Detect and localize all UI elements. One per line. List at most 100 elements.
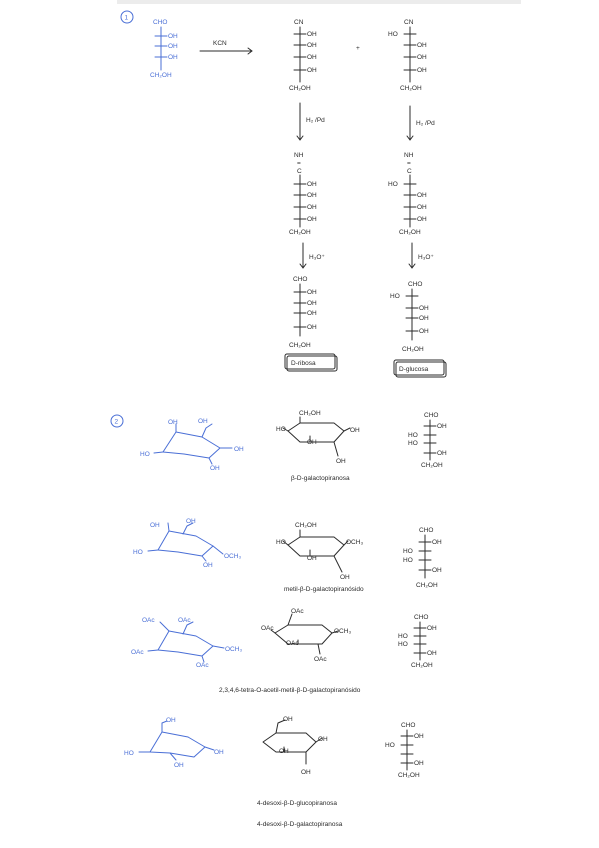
label-oh: OH	[417, 42, 427, 49]
label-oh: OH	[168, 43, 178, 50]
label-och3: OCH₃	[224, 553, 241, 560]
aldose-left: CHO OH OH OH OH CH₂OH D-ribosa	[284, 276, 338, 372]
label-oh: OH	[307, 439, 317, 446]
label-ho: HO	[390, 293, 400, 300]
label-oh: OH	[279, 748, 289, 755]
label-cho: CHO	[419, 527, 433, 534]
label-oh: OH	[168, 33, 178, 40]
label-oac: OAc	[261, 625, 274, 632]
label-oac: OAc	[178, 617, 191, 624]
h3o-arrow-left: H₃O⁺	[299, 242, 325, 269]
label-oh: OH	[437, 450, 447, 457]
label-cho: CHO	[414, 614, 428, 621]
label-ch2oh: CH₂OH	[399, 229, 421, 236]
caption-5: 4-desoxi-β-D-galactopiranosa	[257, 821, 343, 828]
label-ho: HO	[408, 432, 418, 439]
label-oh: OH	[307, 289, 317, 296]
label-ho: HO	[408, 440, 418, 447]
label-ch2oh: CH₂OH	[421, 462, 443, 469]
label-ho: HO	[388, 181, 398, 188]
label-oh: OH	[307, 67, 317, 74]
label-ho: HO	[385, 742, 395, 749]
label-ho: HO	[403, 557, 413, 564]
label-oh: OH	[417, 54, 427, 61]
label-double-bond: =	[407, 160, 411, 167]
label-oh: OH	[414, 733, 424, 740]
product-name-right: D-glucosa	[399, 366, 429, 373]
label-oac: OAc	[196, 662, 209, 669]
fischer-row1: CHO OH HO HO OH CH₂OH	[408, 412, 447, 469]
label-oh: OH	[301, 769, 311, 776]
plus-sign: +	[356, 45, 360, 52]
label-oh: OH	[417, 204, 427, 211]
label-oh: OH	[203, 562, 213, 569]
label-ho: HO	[124, 750, 134, 757]
label-ch2oh: CH₂OH	[402, 346, 424, 353]
label-cho: CHO	[153, 19, 167, 26]
step-2-number: 2	[115, 419, 119, 426]
label-ch2oh: CH₂OH	[289, 85, 311, 92]
caption-1: β-D-galactopiranosa	[291, 475, 350, 482]
label-oh: OH	[340, 574, 350, 581]
label-oh: OH	[198, 418, 208, 425]
label-oh: OH	[283, 716, 293, 723]
label-nh: NH	[294, 152, 304, 159]
label-ho: HO	[398, 641, 408, 648]
label-ho: HO	[276, 539, 286, 546]
top-scroll-strip	[117, 0, 521, 4]
label-oh: OH	[336, 458, 346, 465]
label-ch2oh: CH₂OH	[289, 229, 311, 236]
label-oh: OH	[307, 181, 317, 188]
label-oh: OH	[432, 539, 442, 546]
label-double-bond: =	[297, 160, 301, 167]
label-oh: OH	[419, 328, 429, 335]
label-och3: OCH₃	[346, 539, 363, 546]
label-oh: OH	[307, 42, 317, 49]
label-oh: OH	[186, 518, 196, 525]
label-och3: OCH₃	[225, 646, 242, 653]
label-c: C	[297, 168, 302, 175]
fischer-row4: CHO OH HO OH CH₂OH	[385, 722, 424, 779]
step-2-marker: 2	[110, 414, 124, 428]
label-oh: OH	[417, 192, 427, 199]
kcn-arrow: KCN	[199, 40, 253, 55]
label-oh: OH	[419, 315, 429, 322]
label-oac: OAc	[131, 649, 144, 656]
reagent-h2pd: H₂ /Pd	[416, 120, 435, 127]
reagent-h3o: H₃O⁺	[309, 254, 325, 261]
haworth-row1: CH₂OH HO OH OH OH	[276, 410, 360, 465]
label-cho: CHO	[408, 281, 422, 288]
haworth-row3: OAc OAc OCH₃ OAc OAc	[261, 608, 351, 663]
label-ho: HO	[133, 549, 143, 556]
label-cho: CHO	[401, 722, 415, 729]
haworth-row4: OH OH OH OH	[262, 716, 328, 776]
h2pd-arrow-right: H₂ /Pd	[406, 105, 435, 141]
cyanohydrin-left: CN OH OH OH OH CH₂OH	[289, 19, 317, 92]
label-ch2oh: CH₂OH	[398, 772, 420, 779]
label-oh: OH	[168, 54, 178, 61]
label-ch2oh: CH₂OH	[400, 85, 422, 92]
label-nh: NH	[404, 152, 414, 159]
label-och3: OCH₃	[334, 628, 351, 635]
step-1-marker: 1	[120, 10, 134, 24]
label-oh: OH	[307, 310, 317, 317]
chair-row3: OAc OAc OCH₃ OAc OAc	[131, 617, 242, 669]
label-ch2oh: CH₂OH	[289, 342, 311, 349]
label-oh: OH	[307, 555, 317, 562]
label-oh: OH	[307, 204, 317, 211]
reagent-h2pd: H₂ /Pd	[306, 117, 325, 124]
imine-left: NH = C OH OH OH OH CH₂OH	[289, 152, 317, 236]
label-cn: CN	[294, 19, 304, 26]
label-c: C	[407, 168, 412, 175]
h2pd-arrow-left: H₂ /Pd	[296, 102, 325, 141]
label-ho: HO	[403, 548, 413, 555]
label-oh: OH	[437, 423, 447, 430]
label-oh: OH	[307, 192, 317, 199]
fischer-row3: CHO OH HO HO OH CH₂OH	[398, 614, 437, 669]
chair-row2: OH OH OCH₃ OH HO	[133, 518, 241, 569]
product-name-left: D-ribosa	[291, 360, 316, 367]
reagent-h3o: H₃O⁺	[418, 254, 434, 261]
step-1-number: 1	[125, 15, 129, 22]
label-oh: OH	[318, 736, 328, 743]
